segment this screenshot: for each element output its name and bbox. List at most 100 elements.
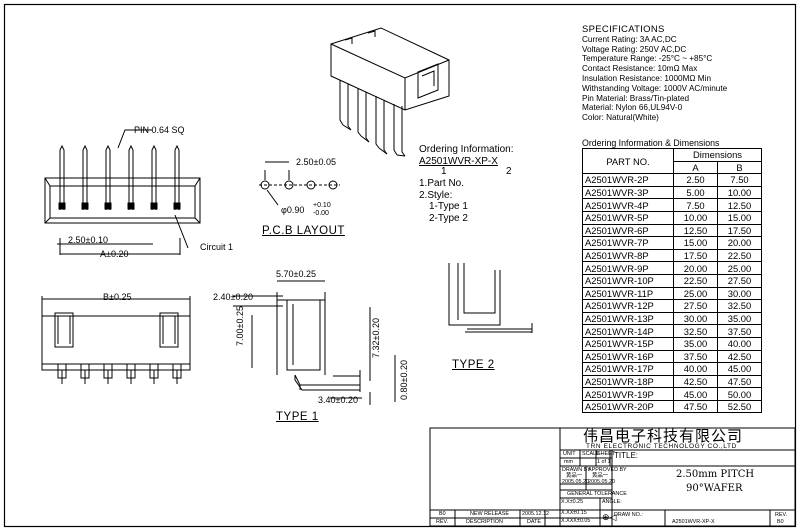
cell-a: 40.00 bbox=[673, 362, 718, 376]
pin bbox=[174, 144, 180, 210]
pin-square bbox=[81, 202, 89, 210]
cell-a: 7.50 bbox=[673, 198, 718, 212]
title-line-2: 90°WAFER bbox=[686, 483, 743, 494]
unit-value: mm bbox=[564, 459, 573, 465]
cell-b: 52.50 bbox=[717, 399, 762, 414]
rev-label: REV. bbox=[775, 512, 788, 518]
pin bbox=[59, 144, 65, 210]
dim-340-label: 3.40±0.20 bbox=[318, 395, 358, 405]
cell-b: 27.50 bbox=[717, 273, 762, 288]
pin-square bbox=[150, 202, 158, 210]
cell-b: 45.00 bbox=[717, 362, 762, 376]
scale-label: SCALE bbox=[582, 451, 600, 457]
cell-b: 47.50 bbox=[717, 374, 762, 389]
cell-a: 30.00 bbox=[673, 311, 718, 326]
cell-a: 32.50 bbox=[673, 324, 718, 338]
cell-a: 47.50 bbox=[673, 399, 718, 414]
dimensions-table-title: Ordering Information & Dimensions bbox=[582, 138, 720, 148]
ordering-item-1: 1.Part No. bbox=[419, 178, 465, 189]
pcb-pitch-label: 2.50±0.05 bbox=[296, 157, 336, 167]
rev-row-desc: NEW RELEASE bbox=[470, 511, 509, 517]
title-label: TITLE: bbox=[614, 451, 639, 460]
hole-tol-plus: +0.10 bbox=[313, 202, 331, 209]
draw-no-label: DRAW NO.: bbox=[614, 512, 643, 518]
pin-square bbox=[173, 202, 181, 210]
pcb-layout-title: P.C.B LAYOUT bbox=[262, 225, 345, 237]
cell-a: 20.00 bbox=[673, 261, 718, 275]
cell-part-no: A2501WVR-15P bbox=[582, 336, 674, 351]
rev-value: B0 bbox=[777, 519, 784, 525]
cell-a: 17.50 bbox=[673, 248, 718, 263]
cell-b: 32.50 bbox=[717, 299, 762, 313]
drawn-by-name: 黄品一 bbox=[566, 473, 583, 479]
company-name-en: TRN ELECTRONIC TECHNOLOGY CO.,LTD bbox=[586, 443, 737, 450]
general-tolerance-label: GENERAL TOLERANCE bbox=[567, 491, 627, 497]
spec-line: Color: Natural(White) bbox=[582, 113, 659, 123]
cell-b: 30.00 bbox=[717, 286, 762, 301]
unit-label: UNIT bbox=[563, 451, 576, 457]
cell-b: 50.00 bbox=[717, 387, 762, 401]
cell-part-no: A2501WVR-10P bbox=[582, 273, 674, 288]
col-dimensions: Dimensions bbox=[673, 148, 762, 162]
cell-a: 10.00 bbox=[673, 210, 718, 225]
pin bbox=[80, 364, 90, 384]
side-view-type1 bbox=[233, 280, 396, 405]
hole-label: φ0.90 bbox=[281, 205, 305, 215]
col-a: A bbox=[673, 160, 718, 175]
cell-part-no: A2501WVR-14P bbox=[582, 324, 674, 338]
col-part-no: PART NO. bbox=[582, 147, 674, 175]
pcb-layout bbox=[259, 161, 340, 206]
dim-700-label: 7.00±0.25 bbox=[235, 306, 245, 346]
pin bbox=[105, 144, 111, 210]
type1-title: TYPE 1 bbox=[276, 411, 319, 423]
cell-part-no: A2501WVR-12P bbox=[582, 299, 674, 313]
dim-b-label: B±0.25 bbox=[103, 292, 132, 302]
side-view-type2 bbox=[448, 263, 533, 333]
tolerance-2: X.XX±0.15 bbox=[561, 510, 587, 516]
dim-080-label: 0.80±0.20 bbox=[399, 360, 409, 400]
circuit-label: Circuit 1 bbox=[200, 242, 234, 252]
cell-part-no: A2501WVR-20P bbox=[582, 399, 674, 414]
pin bbox=[149, 364, 159, 384]
sheet-value: 1 of 1 bbox=[597, 459, 611, 465]
pin bbox=[126, 364, 136, 384]
cell-part-no: A2501WVR-4P bbox=[582, 198, 674, 212]
date-column-label: DATE bbox=[527, 519, 541, 525]
rev-column-label: REV. bbox=[436, 519, 449, 525]
cell-b: 17.50 bbox=[717, 223, 762, 238]
cell-a: 27.50 bbox=[673, 299, 718, 313]
cell-part-no: A2501WVR-9P bbox=[582, 261, 674, 275]
table-header-row: PART NO. Dimensions bbox=[582, 147, 762, 175]
sheet-label: SHEET bbox=[597, 451, 615, 457]
tolerance-3: X.XXX±0.05 bbox=[561, 518, 591, 524]
drawn-by-label: DRAWN BY bbox=[562, 467, 591, 473]
spec-line: Voltage Rating: 250V AC,DC bbox=[582, 44, 687, 54]
specifications-block: SPECIFICATIONS Current Rating: 3A AC,DC … bbox=[582, 25, 727, 123]
cell-b: 40.00 bbox=[717, 336, 762, 351]
dim-a-label: A±0.20 bbox=[100, 249, 129, 259]
cell-part-no: A2501WVR-19P bbox=[582, 387, 674, 401]
front-view-bottom bbox=[41, 296, 191, 384]
angle-label: ANGLE: bbox=[602, 499, 622, 505]
specifications-title: SPECIFICATIONS bbox=[582, 24, 665, 35]
cell-b: 37.50 bbox=[717, 324, 762, 338]
ordering-index-2: 2 bbox=[506, 166, 512, 177]
hole-tol-minus: -0.00 bbox=[313, 210, 329, 217]
company-name-cn: 伟昌电子科技有限公司 bbox=[583, 427, 744, 445]
cell-a: 15.00 bbox=[673, 236, 718, 250]
approved-date: 2005.05.20 bbox=[588, 479, 615, 485]
cell-a: 2.50 bbox=[673, 173, 718, 187]
pin bbox=[128, 144, 134, 210]
projection-icon: ⊕◁ bbox=[602, 512, 617, 522]
ordering-style-1: 1-Type 1 bbox=[429, 201, 468, 212]
